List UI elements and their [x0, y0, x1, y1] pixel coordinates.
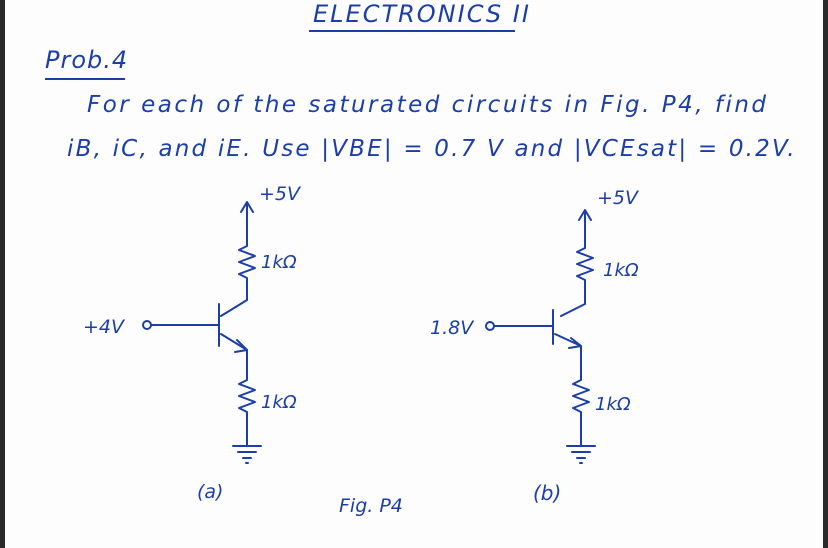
- circuit-b-emitter-resistor: [572, 355, 590, 447]
- figure-caption: Fig. P4: [339, 495, 403, 517]
- circuit-b-collector-resistor: [560, 247, 594, 317]
- circuit-b-supply-label: +5V: [597, 187, 640, 209]
- circuit-figure: +5V 1kΩ +4V 1kΩ (a) +5V 1kΩ: [83, 183, 640, 517]
- circuit-a: +5V 1kΩ +4V 1kΩ (a): [83, 183, 302, 503]
- circuit-a-input-label: +4V: [83, 316, 126, 338]
- problem-text-line-1: For each of the saturated circuits in Fi…: [87, 92, 769, 118]
- circuit-b-input-terminal: [485, 321, 495, 331]
- circuit-a-emitter-resistor-label: 1kΩ: [261, 392, 297, 413]
- circuit-b-supply-arrow: [578, 209, 592, 249]
- circuit-b-input-label: 1.8V: [430, 317, 475, 339]
- circuit-a-supply-label: +5V: [259, 183, 302, 205]
- circuit-a-collector-resistor-label: 1kΩ: [261, 252, 297, 273]
- circuit-b-emitter-arrow: [568, 337, 582, 349]
- circuit-a-caption: (a): [197, 481, 223, 503]
- problem-text-line-2: iB, iC, and iE. Use |VBE| = 0.7 V and |V…: [67, 136, 797, 162]
- circuit-a-emitter-resistor: [238, 349, 256, 447]
- circuit-a-transistor: [218, 299, 248, 351]
- circuit-b-transistor: [552, 309, 582, 357]
- circuit-b-ground-icon: [566, 445, 596, 464]
- problem-label: Prob.4: [45, 46, 129, 74]
- circuit-b: +5V 1kΩ 1.8V 1kΩ (b): [430, 187, 640, 505]
- circuit-b-collector-resistor-label: 1kΩ: [603, 260, 639, 281]
- circuit-b-caption: (b): [533, 481, 561, 505]
- circuit-a-supply-arrow: [240, 201, 254, 237]
- header-title: ELECTRONICS II: [313, 0, 531, 28]
- circuit-b-emitter-resistor-label: 1kΩ: [595, 394, 631, 415]
- circuit-a-collector-resistor: [238, 235, 256, 301]
- circuit-a-ground-icon: [232, 445, 262, 464]
- circuit-a-input-terminal: [142, 320, 152, 330]
- header-underline: [309, 30, 515, 32]
- problem-label-underline: [45, 78, 125, 80]
